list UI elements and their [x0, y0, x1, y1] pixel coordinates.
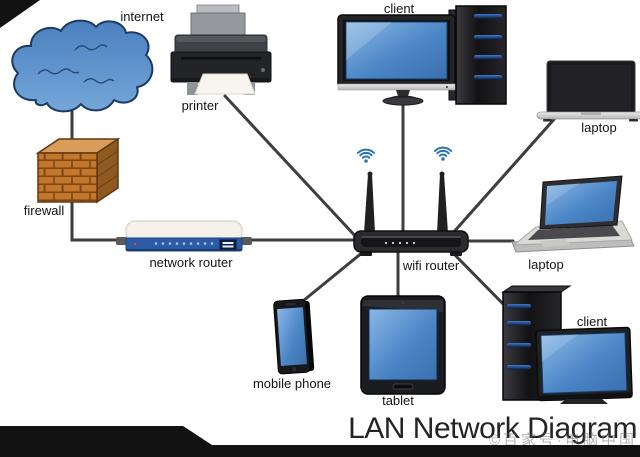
connection-line — [223, 94, 360, 241]
client-bottom-monitor — [535, 326, 633, 402]
label-wifi-router: wifi router — [402, 258, 460, 273]
wifi-signal-icon — [433, 146, 453, 161]
label-network-router: network router — [149, 255, 233, 270]
mobile-phone-node — [273, 298, 315, 375]
tower-led-slots — [474, 14, 502, 80]
laptop-side-node — [511, 175, 635, 253]
antenna-right — [437, 174, 448, 233]
wifi-router-led-dots — [384, 241, 416, 245]
firewall-side-lines — [96, 150, 119, 190]
connection-line — [450, 114, 559, 236]
cloud-squiggles — [37, 44, 115, 84]
antenna-left — [364, 174, 375, 233]
diagram-title: LAN Network Diagram — [348, 412, 637, 445]
wifi-signal-icon — [356, 148, 376, 163]
label-firewall: firewall — [23, 203, 65, 218]
tablet-node — [360, 295, 446, 395]
tower-led-slots — [507, 304, 531, 370]
label-client-top: client — [383, 1, 415, 16]
wifi-router-node — [353, 146, 469, 256]
label-printer: printer — [181, 98, 219, 113]
printer-node — [170, 4, 272, 95]
connection-line — [70, 200, 120, 242]
label-internet: internet — [120, 9, 164, 24]
label-mobile-phone: mobile phone — [252, 376, 332, 391]
label-tablet: tablet — [382, 393, 414, 408]
laptop-top-node — [536, 60, 640, 122]
bottom-bar-decoration — [0, 445, 640, 457]
internet-cloud — [11, 19, 154, 113]
client-bottom-node — [501, 285, 633, 404]
watermark-text: ©百家号·电脑中国 — [488, 432, 637, 449]
firewall-node — [35, 137, 121, 204]
label-client-bottom: client — [576, 314, 608, 329]
connection-lines — [70, 94, 559, 316]
router-led-dots — [154, 242, 214, 245]
client-top-node — [337, 5, 507, 106]
connection-line — [301, 250, 365, 303]
label-laptop-side: laptop — [528, 257, 564, 272]
label-laptop-top: laptop — [581, 120, 617, 135]
network-router-node — [116, 220, 252, 252]
bottom-wedge-decoration — [0, 426, 212, 445]
